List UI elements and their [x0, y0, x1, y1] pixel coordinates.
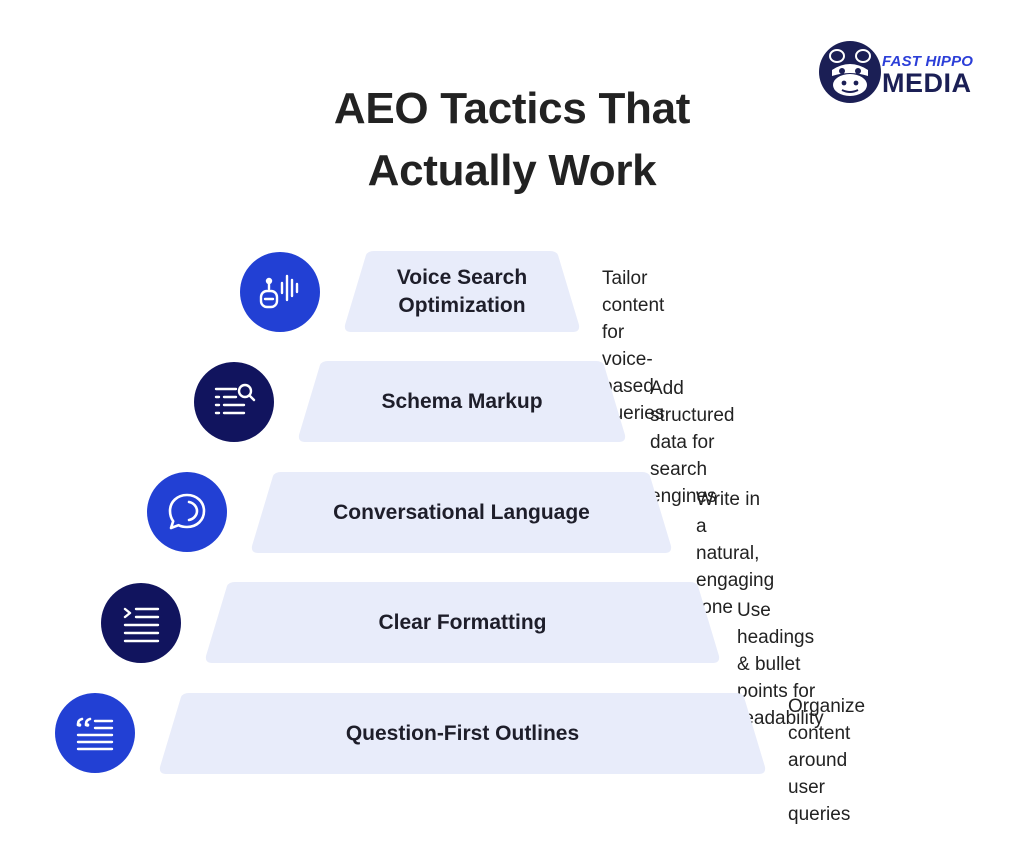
tactic-label-voice-search: Voice Search Optimization [344, 251, 580, 332]
description-line-1: Organize content [788, 696, 866, 744]
brand-line-1: FAST HIPPO [882, 53, 974, 70]
tactic-label-line-2: Optimization [398, 293, 526, 317]
brand-wordmark: FAST HIPPO MEDIA [882, 54, 973, 97]
tactic-trapezoid-schema-markup: Schema Markup [298, 361, 626, 442]
description-line-1: Write in a natural, [696, 489, 761, 564]
tactic-description-question-first-outlines: Organize content around user queries [788, 693, 865, 828]
tactic-description-clear-formatting: Use headings & bullet points for readabi… [737, 597, 824, 732]
description-line-1: Add structured data for [650, 378, 735, 453]
hippo-logo-icon [819, 41, 881, 103]
description-line-2: points for readability [737, 681, 824, 729]
tactic-label-conversational-language: Conversational Language [251, 472, 672, 553]
tactic-description-schema-markup: Add structured data for search engines [650, 375, 734, 510]
tactic-label-clear-formatting: Clear Formatting [205, 582, 720, 663]
tactic-label-line-1: Question-First Outlines [345, 721, 580, 745]
tactic-description-conversational-language: Write in a natural, engaging tone [696, 486, 774, 621]
tactic-label-line-1: Schema Markup [381, 389, 543, 413]
description-line-1: Tailor content for voice-based [602, 268, 665, 397]
quote-lines-icon [76, 717, 114, 751]
tactic-trapezoid-clear-formatting: Clear Formatting [205, 582, 720, 663]
tactic-label-question-first-outlines: Question-First Outlines [159, 693, 766, 774]
icon-circle-clear-formatting [101, 583, 181, 663]
tactic-trapezoid-conversational-language: Conversational Language [251, 472, 672, 553]
tactic-label-line-1: Clear Formatting [378, 610, 547, 634]
brand-logo: FAST HIPPO MEDIA [818, 40, 988, 106]
description-line-1: Use headings & bullet [737, 600, 815, 675]
icon-circle-voice-search [240, 252, 320, 332]
voice-search-robot-icon [259, 274, 299, 309]
description-line-2: engaging tone [696, 570, 775, 618]
description-line-2: around user [788, 750, 848, 798]
icon-circle-schema-markup [194, 362, 274, 442]
title-line-1: AEO Tactics That [333, 84, 691, 133]
tactic-trapezoid-question-first-outlines: Question-First Outlines [159, 693, 766, 774]
tactic-trapezoid-voice-search: Voice Search Optimization [344, 251, 580, 332]
tactic-label-line-1: Voice Search [396, 265, 528, 289]
page-title: AEO Tactics That Actually Work [252, 78, 772, 202]
list-search-icon [214, 383, 256, 415]
description-line-3: queries [788, 804, 851, 825]
tactic-label-line-1: Conversational Language [333, 500, 590, 524]
chat-bubble-icon [168, 493, 206, 530]
formatted-list-icon [123, 607, 160, 643]
brand-line-2: MEDIA [882, 68, 972, 98]
tactic-description-voice-search: Tailor content for voice-based queries [602, 265, 664, 427]
tactic-label-schema-markup: Schema Markup [298, 361, 626, 442]
icon-circle-conversational-language [147, 472, 227, 552]
icon-circle-question-first-outlines [55, 693, 135, 773]
description-line-2: search engines [650, 459, 717, 507]
title-line-2: Actually Work [367, 146, 657, 195]
